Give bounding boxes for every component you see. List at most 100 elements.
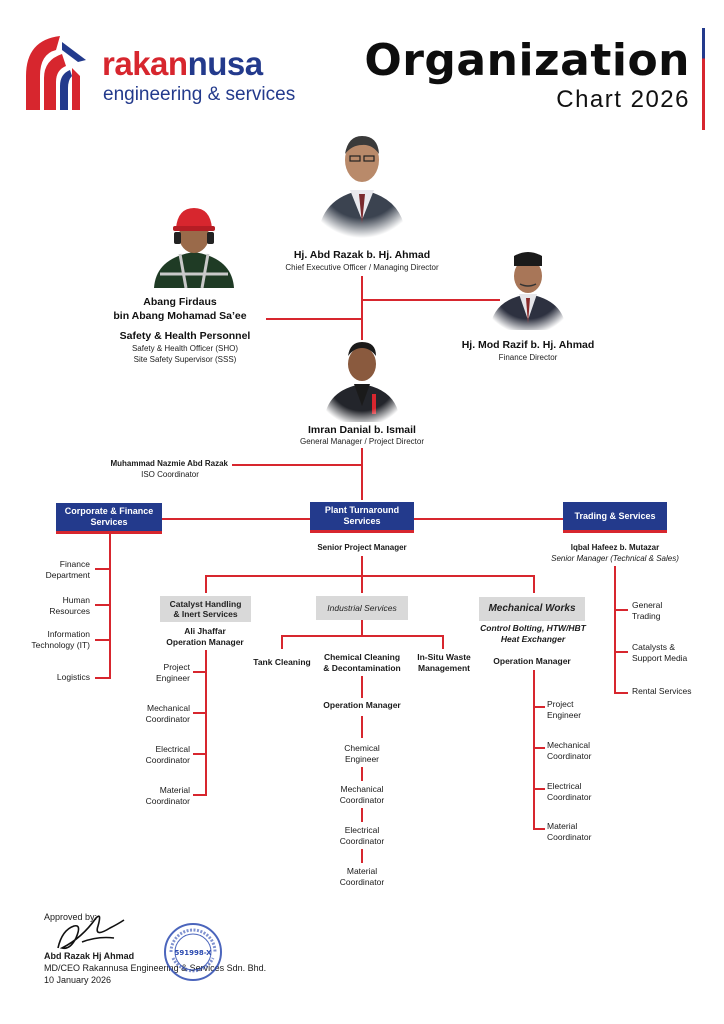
industrial-sub-tank: Tank Cleaning bbox=[253, 657, 311, 667]
connector-branch-catalyst bbox=[205, 575, 207, 593]
corporate-title-line2: Services bbox=[90, 517, 128, 527]
connector-trading-down bbox=[614, 566, 616, 694]
corporate-item-it-line1: Information bbox=[47, 629, 90, 639]
safety-name-line1: Abang Firdaus bbox=[143, 296, 217, 308]
corporate-title-line1: Corporate & Finance bbox=[64, 506, 154, 516]
page-subtitle: Chart 2026 bbox=[556, 86, 690, 113]
connector-industrial-staff3 bbox=[361, 808, 363, 822]
logo-word-nusa: nusa bbox=[187, 45, 264, 82]
mechanical-item1-line2: Engineer bbox=[547, 710, 582, 720]
industrial-item4-line2: Coordinator bbox=[339, 877, 385, 887]
mechanical-item3-line1: Electrical bbox=[547, 781, 582, 791]
connector-trading-item3 bbox=[614, 692, 628, 694]
connector-catalyst-item4 bbox=[193, 794, 206, 796]
logo-wordmark: rakannusa bbox=[102, 46, 263, 82]
catalyst-item4-line2: Coordinator bbox=[145, 796, 190, 806]
approval-date: 10 January 2026 bbox=[44, 975, 112, 985]
mechanical-desc-line1: Control Bolting, HTW/HBT bbox=[480, 623, 586, 633]
trading-title: Trading & Services bbox=[574, 510, 656, 521]
stamp-number: 591998-X bbox=[175, 949, 213, 957]
connector-industrial-staff2 bbox=[361, 767, 363, 781]
safety-name-line2: bin Abang Mohamad Sa’ee bbox=[113, 310, 247, 322]
mechanical-item1-line1: Project bbox=[547, 699, 574, 709]
industrial-item1-line2: Engineer bbox=[344, 754, 380, 764]
ceo-role: Chief Executive Officer / Managing Direc… bbox=[285, 263, 439, 272]
connector-industrial-sub3 bbox=[442, 635, 444, 649]
industrial-item3-line1: Electrical bbox=[344, 825, 380, 835]
industrial-manager: Operation Manager bbox=[323, 700, 401, 710]
connector-safety bbox=[266, 318, 362, 320]
trading-person: Iqbal Hafeez b. Mutazar bbox=[570, 543, 660, 552]
corporate-finance-box: Corporate & Finance Services bbox=[56, 503, 162, 534]
connector-corporate-item1 bbox=[95, 568, 110, 570]
catalyst-role: Operation Manager bbox=[166, 637, 244, 647]
signature-icon bbox=[57, 915, 125, 950]
gm-name: Imran Danial b. Ismail bbox=[308, 424, 416, 436]
connector-industrial-subs bbox=[281, 635, 444, 637]
corporate-item-hr-line1: Human bbox=[62, 595, 90, 605]
plant-manager: Senior Project Manager bbox=[317, 543, 407, 552]
catalyst-item1-line2: Engineer bbox=[155, 673, 190, 683]
logo-tagline: engineering & services bbox=[103, 84, 296, 105]
plant-title-line1: Plant Turnaround bbox=[324, 505, 400, 515]
safety-officer-photo bbox=[150, 204, 238, 288]
connector-industrial-down bbox=[361, 620, 363, 636]
mechanical-item4-line1: Material bbox=[547, 821, 578, 831]
connector-catalyst-item1 bbox=[193, 671, 206, 673]
connector-plant-branches bbox=[205, 575, 535, 577]
corporate-item-logistics: Logistics bbox=[56, 672, 90, 682]
ceo-name: Hj. Abd Razak b. Hj. Ahmad bbox=[293, 249, 431, 261]
plant-title-line2: Services bbox=[343, 516, 381, 526]
industrial-item1-line1: Chemical bbox=[344, 743, 380, 753]
connector-catalyst-down bbox=[205, 650, 207, 796]
mechanical-item2-line1: Mechanical bbox=[547, 740, 590, 750]
catalyst-title-line2: & Inert Services bbox=[173, 609, 238, 619]
industrial-item3-line2: Coordinator bbox=[339, 836, 385, 846]
connector-industrial-staff4 bbox=[361, 849, 363, 863]
industrial-sub-chemical-line1: Chemical Cleaning bbox=[323, 652, 401, 662]
connector-corporate-item2 bbox=[95, 604, 110, 606]
plant-turnaround-box: Plant Turnaround Services bbox=[310, 502, 414, 533]
catalyst-item2-line1: Mechanical bbox=[147, 703, 190, 713]
mechanical-manager: Operation Manager bbox=[493, 656, 571, 666]
corporate-item-it-line2: Technology (IT) bbox=[31, 640, 90, 650]
logo-word-rakan: rakan bbox=[102, 45, 188, 82]
catalyst-item1-line1: Project bbox=[163, 662, 190, 672]
industrial-box: Industrial Services bbox=[316, 596, 408, 620]
trading-item-catalysts-line1: Catalysts & bbox=[632, 642, 675, 652]
corporate-item-finance-line2: Department bbox=[45, 570, 90, 580]
industrial-title: Industrial Services bbox=[327, 603, 397, 613]
page-title: Organization bbox=[364, 35, 690, 86]
general-manager-photo bbox=[320, 336, 404, 422]
connector-mechanical-item2 bbox=[533, 747, 545, 749]
corporate-item-hr-line2: Resources bbox=[49, 606, 90, 616]
safety-title: Safety & Health Personnel bbox=[119, 330, 251, 342]
mechanical-desc-line2: Heat Exchanger bbox=[500, 634, 566, 644]
connector-mechanical-item4 bbox=[533, 828, 545, 830]
header-accent-bar bbox=[702, 28, 705, 130]
iso-role: ISO Coordinator bbox=[141, 470, 199, 479]
catalyst-item3-line2: Coordinator bbox=[145, 755, 190, 765]
catalyst-title-line1: Catalyst Handling bbox=[169, 599, 242, 609]
industrial-sub-insitu-line1: In-Situ Waste bbox=[417, 652, 471, 662]
logo: rakannusa engineering & services bbox=[22, 32, 322, 112]
trading-item-general-line2: Trading bbox=[632, 611, 661, 621]
connector-corporate-item4 bbox=[95, 677, 110, 679]
connector-corporate-item3 bbox=[95, 639, 110, 641]
industrial-sub-chemical-line2: & Decontamination bbox=[323, 663, 401, 673]
connector-industrial-staff1 bbox=[361, 716, 363, 738]
iso-name: Muhammad Nazmie Abd Razak bbox=[110, 459, 228, 468]
industrial-item4-line1: Material bbox=[346, 866, 378, 876]
ceo-photo bbox=[310, 128, 414, 238]
trading-item-catalysts-line2: Support Media bbox=[632, 653, 688, 663]
approval-name: Abd Razak Hj Ahmad bbox=[44, 951, 135, 961]
connector-catalyst-item2 bbox=[193, 712, 206, 714]
connector-ceo-down bbox=[361, 276, 363, 340]
trading-item-general-line1: General bbox=[632, 600, 663, 610]
connector-trading-item1 bbox=[614, 609, 628, 611]
mechanical-item2-line2: Coordinator bbox=[547, 751, 592, 761]
gm-role: General Manager / Project Director bbox=[299, 437, 425, 446]
connector-branch-industrial bbox=[361, 575, 363, 593]
mechanical-item3-line2: Coordinator bbox=[547, 792, 592, 802]
safety-role-line2: Site Safety Supervisor (SSS) bbox=[133, 355, 237, 364]
